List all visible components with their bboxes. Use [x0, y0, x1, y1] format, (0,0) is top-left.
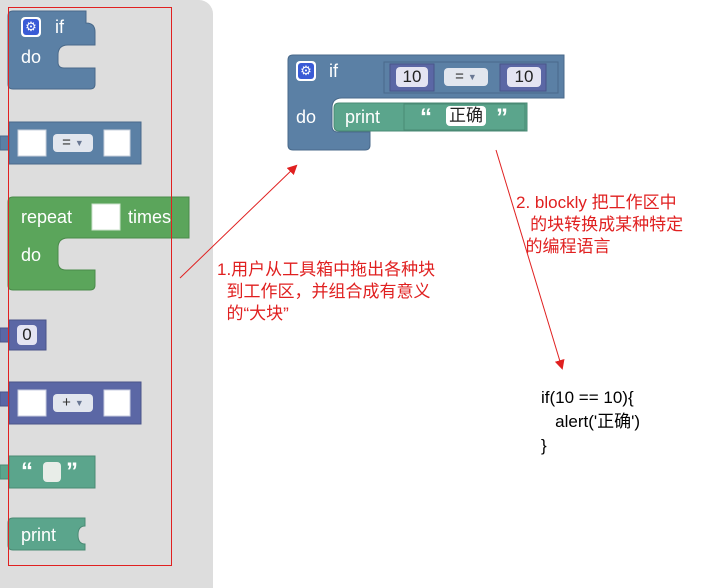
toolbox-repeat-label: repeat [21, 207, 73, 227]
toolbox-number-value: 0 [22, 325, 32, 344]
compare-right-socket[interactable] [103, 129, 131, 157]
toolbox-number-field[interactable]: 0 [17, 325, 37, 345]
arith-right-socket[interactable] [103, 389, 131, 417]
drag-arrow [179, 164, 298, 279]
generated-code: if(10 == 10){ alert('正确') } [541, 388, 641, 455]
compare-operator-dropdown[interactable]: =▼ [53, 134, 93, 152]
text-open-quote: “ [21, 458, 33, 485]
convert-arrow [495, 149, 565, 370]
toolbox-highlight-frame [8, 7, 172, 566]
toolbox-if-label: if [55, 17, 64, 37]
toolbox-repeat-do-label: do [21, 245, 42, 265]
arith-left-socket[interactable] [17, 389, 47, 417]
workspace-open-quote: “ [420, 104, 432, 131]
workspace-print-label: print [345, 107, 381, 127]
workspace-operator-dropdown[interactable]: =▼ [444, 68, 488, 86]
workspace-do-label: do [296, 107, 317, 127]
toolbox-print-label: print [21, 525, 57, 545]
toolbox-times-label: times [128, 207, 172, 227]
text-close-quote: ” [66, 458, 78, 485]
workspace-close-quote: ” [496, 104, 508, 131]
toolbox-do-label: do [21, 47, 42, 67]
arith-operator-dropdown[interactable]: +▼ [53, 394, 93, 412]
compare-left-socket[interactable] [17, 129, 47, 157]
workspace-string-value: 正确 [449, 106, 483, 125]
step1-annotation: 1.用户从工具箱中拖出各种块 到工作区，并组合成有意义 的“大块” [217, 260, 436, 323]
workspace-if-label: if [329, 61, 338, 81]
repeat-count-socket[interactable] [91, 203, 121, 231]
workspace-string-field[interactable]: 正确 [446, 106, 486, 126]
if-mutator-gear-icon[interactable]: ⚙ [21, 17, 41, 37]
dropdown-arrow-icon: ▼ [74, 138, 84, 149]
workspace-left-number-field[interactable]: 10 [396, 67, 428, 87]
toolbox-panel[interactable] [0, 0, 213, 588]
step2-annotation: 2. blockly 把工作区中 的块转换成某种特定 的编程语言 [516, 193, 684, 256]
toolbox-repeat-block[interactable] [7, 196, 190, 291]
workspace-right-number-field[interactable]: 10 [507, 67, 541, 87]
compare-operator-value: = [62, 134, 71, 151]
workspace-left-number-value: 10 [402, 67, 422, 86]
workspace-if-mutator-gear-icon[interactable]: ⚙ [296, 61, 316, 81]
dropdown-arrow-icon: ▼ [74, 398, 84, 409]
arith-operator-value: + [62, 394, 71, 411]
dropdown-arrow-icon: ▼ [467, 72, 477, 83]
workspace-right-number-value: 10 [514, 67, 534, 86]
text-empty-field[interactable] [43, 462, 61, 482]
workspace-operator-value: = [455, 68, 464, 85]
